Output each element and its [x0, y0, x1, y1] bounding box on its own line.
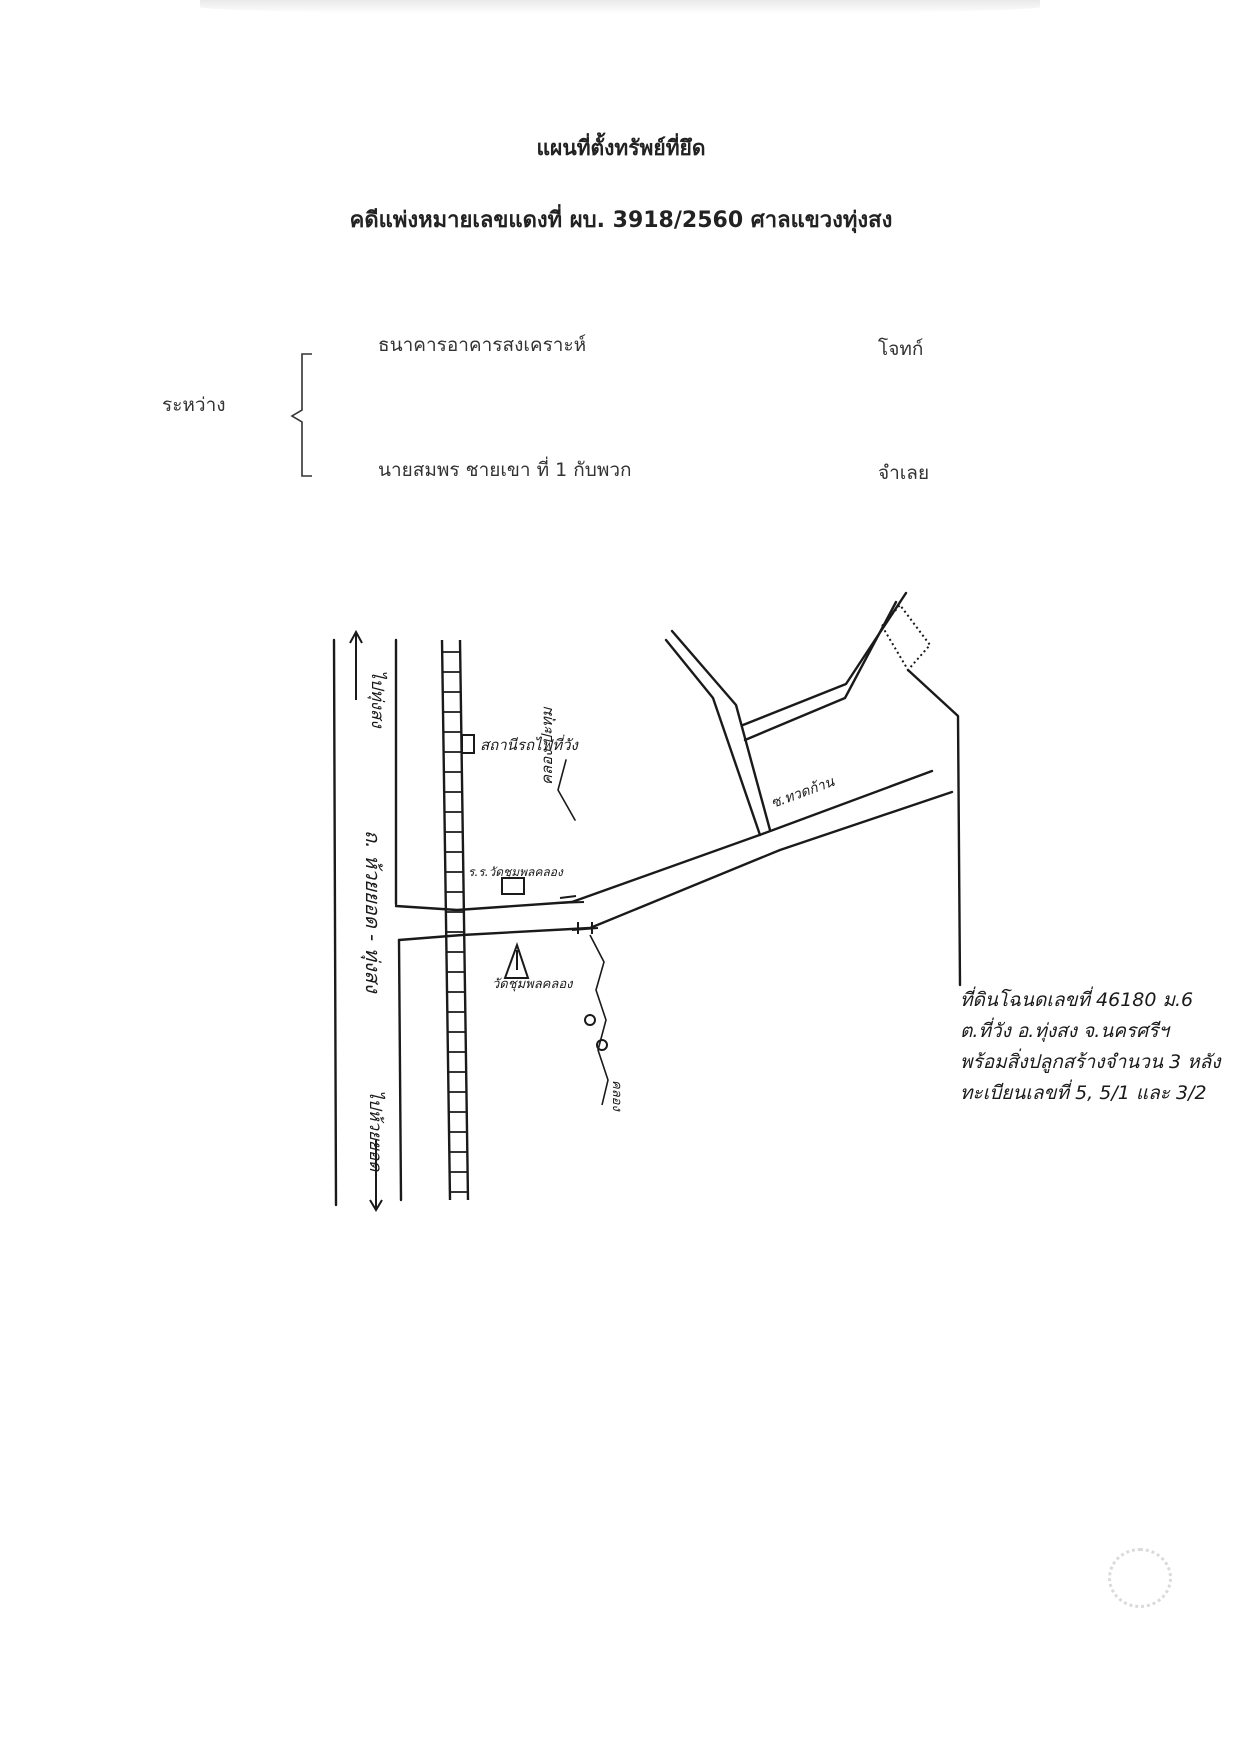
case-number-line: คดีแพ่งหมายเลขแดงที่ ผบ. 3918/2560 ศาลแข… [349, 208, 893, 233]
direction-arrows [349, 629, 383, 1212]
temple-icon [503, 941, 530, 979]
label-temple: วัดชุมพลคลอง [492, 977, 574, 992]
bridge-north-icon [555, 895, 585, 904]
soi-west-edge [664, 638, 762, 837]
page-top-shadow [200, 0, 1040, 14]
property-note-line: ที่ดินโฉนดเลขที่ 46180 ม.6 [960, 989, 1194, 1011]
faint-stamp-mark [1108, 1548, 1172, 1608]
property-note-line: ทะเบียนเลขที่ 5, 5/1 และ 3/2 [960, 1082, 1207, 1104]
label-to-huaiyot: ไปห้วยยอด [365, 1090, 386, 1172]
plaintiff-name: ธนาคารอาคารสงเคราะห์ [378, 334, 587, 356]
document-title: แผนที่ตั้งทรัพย์ที่ยึด [536, 136, 706, 160]
party-brace [290, 353, 312, 477]
railway [440, 639, 470, 1201]
highway-left-edge [332, 638, 338, 1207]
road-lines [332, 591, 962, 1207]
label-highway: ถ. ห้วยยอด - ทุ่งสง [360, 830, 385, 994]
label-to-thungsong: ไปทุ่งสง [367, 670, 388, 729]
stream-mark-icon [584, 1014, 596, 1026]
station-icon [461, 734, 475, 754]
bridge-south-icon [571, 922, 599, 934]
railway-ties [442, 651, 468, 1193]
label-stream: คลอง [609, 1080, 624, 1112]
soi-east-edge [670, 629, 772, 832]
label-soi: ซ.ทวดก้าน [769, 774, 837, 812]
property-leader-line [906, 668, 962, 987]
plaintiff-role: โจทก์ [878, 338, 924, 360]
branch-upper-edge [741, 591, 908, 727]
north-arrow-icon [349, 629, 363, 700]
property-note-line: ต.ที่วัง อ.ทุ่งสง จ.นครศรีฯ [960, 1020, 1170, 1042]
stream-line [589, 934, 609, 1106]
highway-right-edge-lower [397, 938, 403, 1202]
property-note: ที่ดินโฉนดเลขที่ 46180 ม.6 ต.ที่วัง อ.ทุ… [960, 985, 1242, 1109]
canal-line [557, 759, 576, 821]
property-note-line: พร้อมสิ่งปลูกสร้างจำนวน 3 หลัง [960, 1051, 1221, 1073]
defendant-role: จำเลย [878, 462, 930, 484]
branch-lower-edge [743, 600, 898, 742]
defendant-name: นายสมพร ชายเขา ที่ 1 กับพวก [378, 459, 632, 481]
label-school: ร.ร.วัดชุมพลคลอง [468, 865, 564, 880]
label-train-station: สถานีรถไฟที่วัง [480, 734, 580, 754]
school-icon [501, 877, 525, 895]
stream-mark-icon [596, 1039, 608, 1051]
side-road-north-edge [394, 769, 934, 912]
between-label: ระหว่าง [162, 394, 226, 416]
south-arrow-icon [369, 1140, 383, 1212]
label-canal: คลอง ปะทุม [538, 706, 556, 785]
